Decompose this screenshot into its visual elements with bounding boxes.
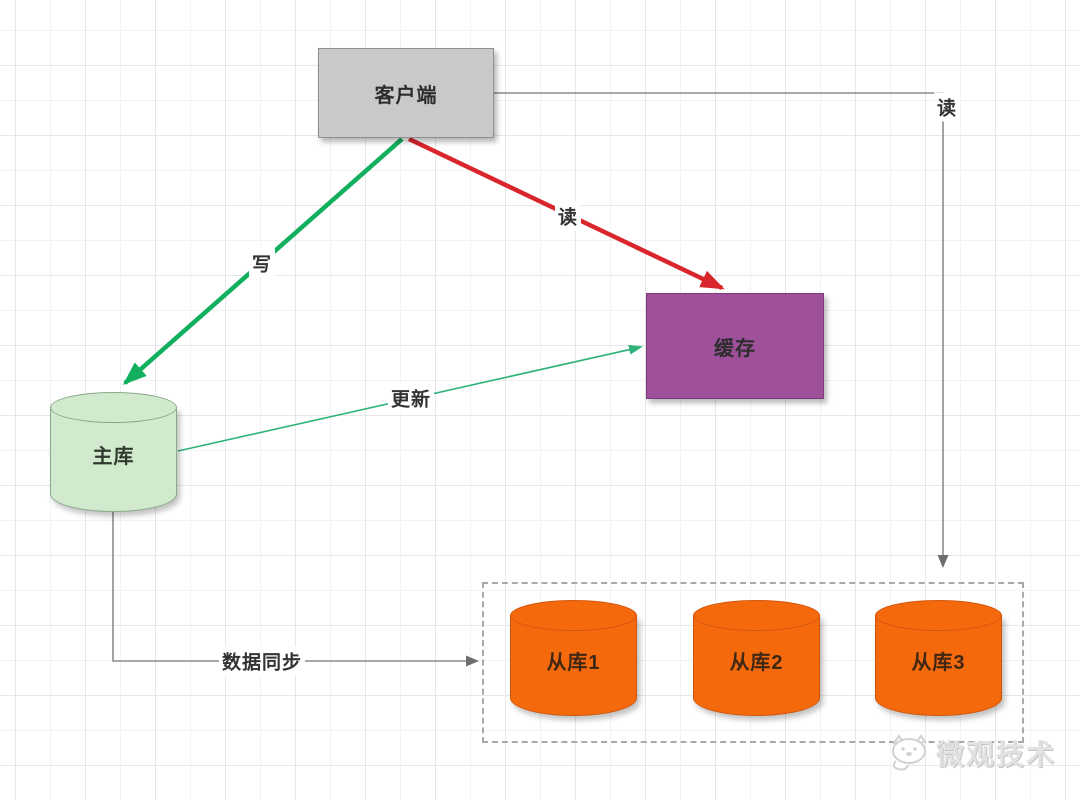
slave-db-3-node: 从库3: [875, 600, 1002, 716]
master-db-label: 主库: [92, 445, 135, 468]
slave-db-3-label: 从库3: [911, 651, 966, 674]
slaves-group-dashed-box: [482, 582, 1024, 743]
read-slaves-edge-label: 读: [933, 92, 961, 122]
slave-db-2-cylinder-top: [693, 600, 820, 631]
watermark-text: 微观技术: [936, 739, 1057, 770]
cat-logo-icon: [891, 734, 927, 771]
client-node: 客户端: [318, 48, 494, 138]
cache-label: 缓存: [714, 337, 756, 360]
slave-db-2-node: 从库2: [693, 600, 820, 716]
write-edge-label: 写: [248, 248, 276, 278]
watermark: 微观技术: [886, 733, 1056, 773]
slave-db-1-node: 从库1: [510, 600, 637, 716]
cache-node: 缓存: [646, 293, 824, 399]
slave-db-3-cylinder-body: [875, 615, 1002, 716]
client-label: 客户端: [374, 84, 438, 107]
edge-sync: [112, 511, 479, 667]
slave-db-1-cylinder-top: [510, 600, 637, 631]
master-db-cylinder-body: [50, 407, 177, 512]
slave-db-3-cylinder-top: [875, 600, 1002, 631]
slave-db-2-cylinder-body: [693, 615, 820, 716]
master-db-cylinder-top: [50, 392, 177, 423]
slave-db-2-label: 从库2: [729, 651, 784, 674]
read-cache-edge-label: 读: [554, 201, 582, 231]
master-db-node: 主库: [50, 392, 177, 512]
slave-db-1-cylinder-body: [510, 615, 637, 716]
slave-db-1-label: 从库1: [546, 651, 601, 674]
sync-edge-label: 数据同步: [218, 646, 306, 676]
update-edge-label: 更新: [387, 383, 435, 413]
